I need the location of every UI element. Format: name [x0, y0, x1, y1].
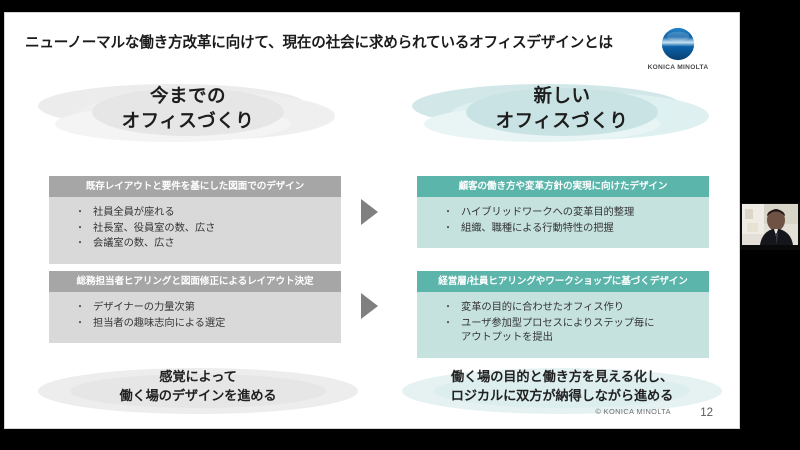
flow-arrow-1-icon	[361, 199, 378, 225]
list-item-label: 会議室の数、広さ	[93, 238, 175, 250]
page-title: ニューノーマルな働き方改革に向けて、現在の社会に求められているオフィスデザインと…	[25, 35, 613, 51]
list-item-label: ユーザ参加型プロセスによりステップ毎に	[461, 317, 655, 329]
panel-body: ・ハイブリッドワークへの変革目的整理 ・組織、職種による行動特性の把握	[417, 197, 709, 249]
presentation-slide: ニューノーマルな働き方改革に向けて、現在の社会に求められているオフィスデザインと…	[4, 12, 740, 429]
panel-body: ・社員全員が座れる ・社長室、役員室の数、広さ ・会議室の数、広さ	[49, 197, 341, 264]
panel-body: ・デザイナーの力量次第 ・担当者の趣味志向による選定	[49, 292, 341, 344]
list-item: ・担当者の趣味志向による選定	[67, 317, 335, 332]
bubble-shape-gray-icon	[38, 84, 335, 142]
conclusion-current: 感覚によって 働く場のデザインを進める	[33, 360, 363, 422]
list-item-label: デザイナーの力量次第	[93, 302, 195, 314]
presenter-video-thumbnail[interactable]	[740, 203, 800, 250]
bullet-list: ・デザイナーの力量次第 ・担当者の趣味志向による選定	[67, 301, 335, 331]
panel-header: 既存レイアウトと要件を基にした図面でのデザイン	[49, 176, 341, 198]
conclusion-current-label: 感覚によって 働く場のデザインを進める	[33, 368, 363, 405]
conclusion-line-2: ロジカルに双方が納得しながら進める	[450, 387, 674, 403]
list-item-label: 組織、職種による行動特性の把握	[461, 222, 614, 234]
page-number: 12	[700, 407, 713, 419]
heading-bubble-new-label: 新しい オフィスづくり	[397, 84, 727, 134]
bullet-icon: ・	[75, 238, 85, 250]
heading-bubble-new: 新しい オフィスづくり	[397, 76, 727, 148]
list-item: ・デザイナーの力量次第	[67, 301, 335, 316]
list-item: ・会議室の数、広さ	[67, 237, 335, 252]
list-item: ・組織、職種による行動特性の把握	[435, 222, 703, 237]
panel-header: 総務担当者ヒアリングと図面修正によるレイアウト決定	[49, 271, 341, 293]
conclusion-oval-gray-icon	[38, 368, 358, 414]
heading-line-1: 今までの	[149, 85, 226, 106]
logo-wordmark: KONICA MINOLTA	[647, 64, 709, 71]
conclusion-line-1: 働く場の目的と働き方を見える化し、	[450, 369, 674, 384]
bubble-shape-teal-icon	[412, 84, 709, 142]
bullet-icon: ・	[443, 317, 453, 329]
panel-new-step-2: 経営層/社員ヒアリングやワークショップに基づくデザイン ・変革の目的に合わせたオ…	[417, 271, 709, 358]
logo-globe-icon	[661, 27, 695, 61]
konica-minolta-logo: KONICA MINOLTA	[635, 25, 721, 71]
bullet-icon: ・	[75, 222, 85, 234]
bullet-icon: ・	[443, 302, 453, 314]
panel-header: 顧客の働き方や変革方針の実現に向けたデザイン	[417, 176, 709, 198]
heading-line-2: オフィスづくり	[121, 109, 255, 131]
conclusion-line-1: 感覚によって	[159, 369, 237, 384]
conclusion-new-label: 働く場の目的と働き方を見える化し、 ロジカルに双方が納得しながら進める	[397, 368, 727, 405]
bullet-icon: ・	[75, 207, 85, 219]
heading-line-2: オフィスづくり	[495, 109, 629, 131]
list-item-label: 担当者の趣味志向による選定	[93, 317, 226, 329]
bullet-list: ・ハイブリッドワークへの変革目的整理 ・組織、職種による行動特性の把握	[435, 206, 703, 236]
panel-current-step-1: 既存レイアウトと要件を基にした図面でのデザイン ・社員全員が座れる ・社長室、役…	[49, 176, 341, 264]
list-item: ・ハイブリッドワークへの変革目的整理	[435, 206, 703, 221]
panel-header: 経営層/社員ヒアリングやワークショップに基づくデザイン	[417, 271, 709, 293]
list-item: ・ユーザ参加型プロセスによりステップ毎にアウトプットを提出	[435, 317, 703, 346]
list-item-label: 社長室、役員室の数、広さ	[93, 222, 216, 234]
heading-bubble-current-label: 今までの オフィスづくり	[23, 84, 353, 134]
flow-arrow-2-icon	[361, 293, 378, 319]
list-item-label: 変革の目的に合わせたオフィス作り	[461, 302, 624, 314]
panel-new-step-1: 顧客の働き方や変革方針の実現に向けたデザイン ・ハイブリッドワークへの変革目的整…	[417, 176, 709, 249]
conclusion-new: 働く場の目的と働き方を見える化し、 ロジカルに双方が納得しながら進める	[397, 360, 727, 422]
bullet-list: ・変革の目的に合わせたオフィス作り ・ユーザ参加型プロセスによりステップ毎にアウ…	[435, 301, 703, 346]
bullet-list: ・社員全員が座れる ・社長室、役員室の数、広さ ・会議室の数、広さ	[67, 206, 335, 252]
panel-current-step-2: 総務担当者ヒアリングと図面修正によるレイアウト決定 ・デザイナーの力量次第 ・担…	[49, 271, 341, 344]
heading-line-1: 新しい	[533, 85, 591, 106]
bullet-icon: ・	[443, 222, 453, 234]
panel-body: ・変革の目的に合わせたオフィス作り ・ユーザ参加型プロセスによりステップ毎にアウ…	[417, 292, 709, 358]
presenter-video-frame	[740, 203, 800, 250]
heading-bubble-current: 今までの オフィスづくり	[23, 76, 353, 148]
conclusion-line-2: 働く場のデザインを進める	[119, 387, 277, 403]
conclusion-oval-teal-icon	[402, 368, 722, 414]
list-item: ・社長室、役員室の数、広さ	[67, 222, 335, 237]
list-item: ・変革の目的に合わせたオフィス作り	[435, 301, 703, 316]
list-item-label: 社員全員が座れる	[93, 207, 175, 219]
list-item-label: ハイブリッドワークへの変革目的整理	[461, 207, 635, 219]
bullet-icon: ・	[75, 302, 85, 314]
list-item: ・社員全員が座れる	[67, 206, 335, 221]
list-item-sublabel: アウトプットを提出	[461, 332, 553, 344]
bullet-icon: ・	[75, 317, 85, 329]
copyright-notice: © KONICA MINOLTA	[595, 407, 671, 416]
bullet-icon: ・	[443, 207, 453, 219]
